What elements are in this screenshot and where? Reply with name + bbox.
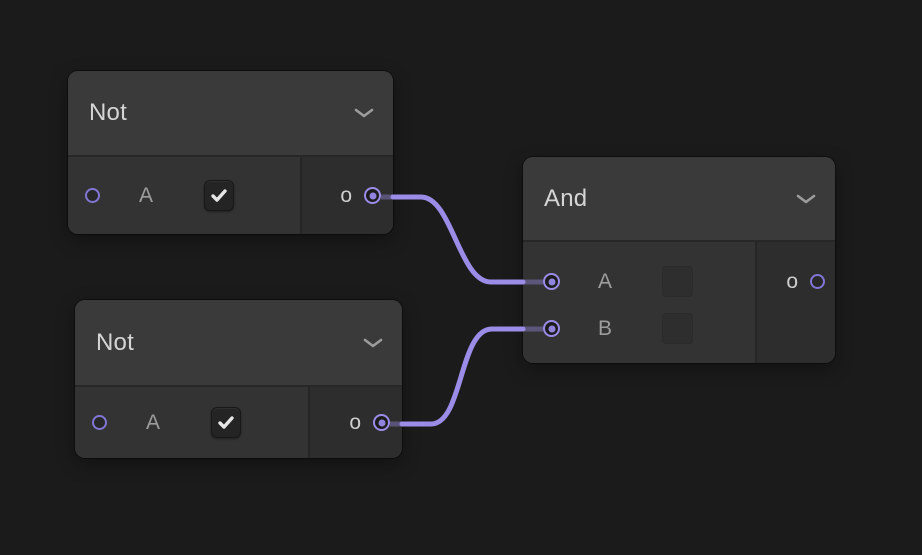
- node-not-1-header[interactable]: Not: [68, 71, 393, 157]
- input-port-a[interactable]: [92, 415, 107, 430]
- wire-not2-to-and-b[interactable]: [399, 326, 526, 427]
- input-a-checkbox-disabled: [662, 266, 693, 297]
- input-port-b[interactable]: [543, 320, 560, 337]
- input-label: A: [597, 269, 612, 293]
- node-and-body: A B o: [523, 242, 835, 363]
- input-row-a: A: [92, 387, 308, 458]
- wire-not1-to-and-a[interactable]: [390, 194, 526, 285]
- input-label: A: [145, 410, 160, 434]
- input-label: A: [138, 183, 153, 207]
- output-label: o: [349, 410, 361, 434]
- input-row-a: A: [85, 157, 300, 234]
- input-port-a[interactable]: [543, 273, 560, 290]
- input-row-a: A: [543, 258, 755, 305]
- node-title: And: [544, 184, 588, 212]
- chevron-down-icon[interactable]: [354, 108, 374, 118]
- output-label: o: [340, 183, 352, 207]
- node-not-2[interactable]: Not A o: [75, 300, 402, 458]
- node-not-1[interactable]: Not A o: [68, 71, 393, 234]
- node-not-1-body: A o: [68, 157, 393, 234]
- chevron-down-icon[interactable]: [363, 338, 383, 348]
- input-b-checkbox-disabled: [662, 313, 693, 344]
- input-a-checkbox[interactable]: [211, 407, 241, 438]
- node-title: Not: [96, 328, 134, 356]
- checkmark-icon: [218, 415, 234, 429]
- checkmark-icon: [211, 188, 227, 202]
- chevron-down-icon[interactable]: [796, 194, 816, 204]
- output-port-o[interactable]: [810, 274, 825, 289]
- node-and-header[interactable]: And: [523, 157, 835, 242]
- output-port-o[interactable]: [373, 414, 390, 431]
- output-label: o: [786, 269, 798, 293]
- output-row-o: o: [757, 258, 835, 305]
- node-and[interactable]: And A B o: [523, 157, 835, 363]
- input-port-a[interactable]: [85, 188, 100, 203]
- node-not-2-body: A o: [75, 387, 402, 458]
- output-row-o: o: [310, 387, 402, 458]
- input-label: B: [597, 316, 612, 340]
- output-port-o[interactable]: [364, 187, 381, 204]
- node-not-2-header[interactable]: Not: [75, 300, 402, 387]
- input-row-b: B: [543, 305, 755, 352]
- output-row-o: o: [302, 157, 393, 234]
- input-a-checkbox[interactable]: [204, 180, 234, 211]
- node-title: Not: [89, 99, 127, 126]
